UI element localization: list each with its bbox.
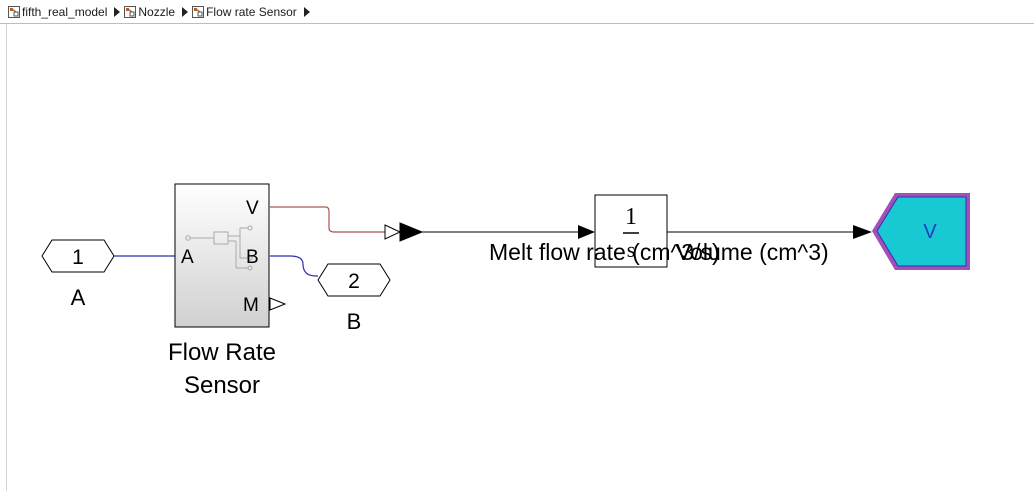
inport-block-1[interactable]: 1 [41, 239, 115, 273]
chevron-right-icon[interactable] [303, 6, 311, 17]
goto-block-v[interactable]: V [872, 193, 970, 270]
sensor-name-line2: Sensor [184, 372, 260, 399]
outport-label: B [347, 309, 362, 334]
sensor-port-v-label: V [246, 198, 259, 219]
sensor-port-m-label: M [243, 295, 259, 316]
sensor-glyph-icon [185, 225, 253, 271]
breadcrumb-label: fifth_real_model [22, 4, 108, 19]
flow-rate-sensor-block[interactable]: A V B M [174, 183, 270, 328]
outport-number: 2 [348, 270, 360, 293]
converter-input-arrow-icon[interactable] [384, 224, 402, 240]
inport-number: 1 [72, 246, 84, 269]
inport-label: A [71, 285, 86, 310]
subsystem-icon [192, 5, 205, 18]
sensor-name-line1: Flow Rate [168, 339, 276, 366]
integrator-denominator: s [627, 237, 636, 262]
outport-block-2[interactable]: 2 [317, 263, 391, 297]
canvas-left-border [6, 24, 7, 491]
breadcrumb: fifth_real_model Nozzle Flow rate Sensor [0, 0, 1034, 24]
sensor-port-b-label: B [246, 247, 259, 268]
signal-arrow-icon [578, 225, 595, 239]
subsystem-icon [124, 5, 137, 18]
physical-connection-line[interactable] [270, 206, 385, 233]
breadcrumb-item-flow-rate-sensor[interactable]: Flow rate Sensor [192, 5, 297, 19]
goto-tag-label: V [923, 221, 937, 243]
breadcrumb-item-model[interactable]: fifth_real_model [8, 5, 107, 19]
model-icon [8, 5, 20, 18]
sensor-port-a-label: A [181, 247, 194, 268]
chevron-right-icon[interactable] [181, 6, 189, 17]
breadcrumb-item-nozzle[interactable]: Nozzle [124, 5, 175, 19]
integrator-block[interactable]: 1 s [594, 194, 668, 268]
port-m-arrow-icon[interactable] [269, 297, 287, 311]
breadcrumb-label: Nozzle [138, 4, 176, 19]
integrator-numerator: 1 [625, 204, 637, 230]
chevron-right-icon[interactable] [113, 6, 121, 17]
signal-label-flow-rate[interactable]: Melt flow rate (cm^3/s) [489, 239, 720, 265]
breadcrumb-label: Flow rate Sensor [206, 4, 297, 19]
signal-label-volume[interactable]: Volume (cm^3) [676, 239, 829, 265]
signal-arrow-icon [853, 225, 872, 239]
physical-connection-line[interactable] [270, 255, 318, 277]
converter-output-arrow-icon[interactable] [399, 222, 424, 242]
